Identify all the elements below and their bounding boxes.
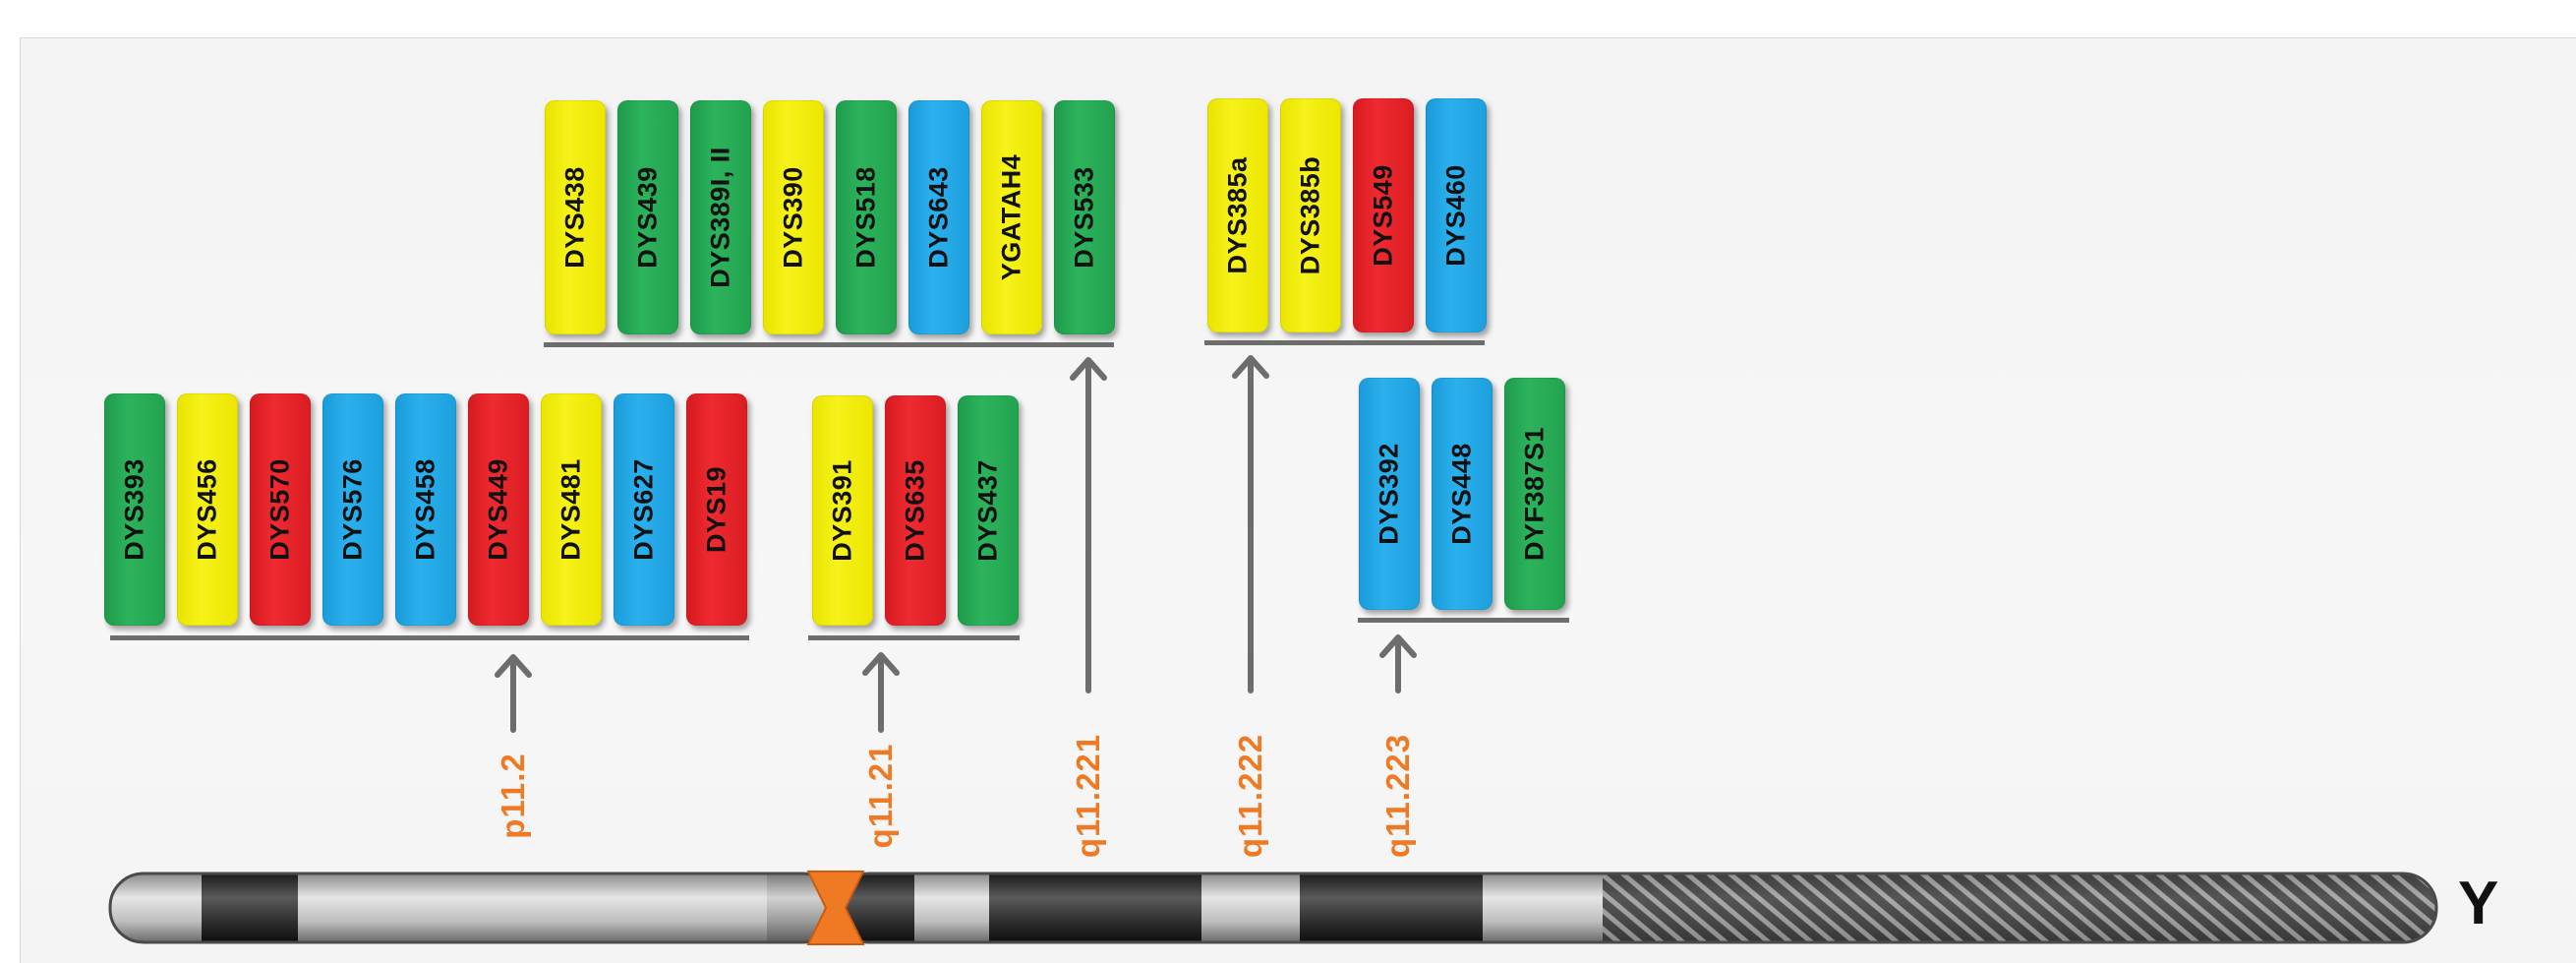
group-underline: [544, 342, 1114, 347]
marker-dys389i-ii: DYS389I, II: [690, 100, 751, 334]
marker-dys385b: DYS385b: [1280, 98, 1341, 332]
marker-dys439: DYS439: [617, 100, 678, 334]
marker-dys390: DYS390: [763, 100, 824, 334]
group-underline: [1358, 618, 1569, 623]
arrow-q11-222: [1232, 355, 1269, 693]
marker-dys518: DYS518: [836, 100, 897, 334]
group-underline: [1204, 340, 1485, 345]
marker-label: DYS392: [1374, 443, 1404, 545]
locus-label-q11-223: q11.223: [1379, 733, 1416, 859]
marker-dys456: DYS456: [177, 393, 238, 626]
locus-label-q11-222: q11.222: [1232, 733, 1268, 859]
marker-dyf387s1: DYF387S1: [1504, 378, 1565, 610]
arrow-p11-2: [495, 654, 532, 733]
marker-dys458: DYS458: [395, 393, 456, 626]
marker-label: DYS449: [483, 458, 513, 561]
marker-label: DYS533: [1069, 166, 1099, 269]
marker-ygatah4: YGATAH4: [981, 100, 1042, 334]
marker-dys643: DYS643: [908, 100, 969, 334]
centromere: [806, 871, 865, 945]
marker-dys437: DYS437: [958, 395, 1019, 626]
marker-label: DYS635: [900, 459, 930, 562]
marker-label: DYS627: [628, 458, 659, 561]
chromosome-label: Y: [2458, 870, 2499, 937]
marker-label: DYS391: [827, 459, 857, 562]
locus-label-q11-21: q11.21: [862, 743, 899, 849]
marker-label: DYS438: [559, 166, 590, 269]
marker-dys576: DYS576: [322, 393, 383, 626]
marker-label: DYS393: [119, 458, 149, 561]
marker-label: DYS456: [192, 458, 222, 561]
marker-label: DYS389I, II: [705, 147, 735, 288]
marker-label: DYS437: [972, 459, 1003, 562]
marker-label: DYS460: [1440, 164, 1471, 267]
marker-label: DYS549: [1368, 164, 1398, 267]
marker-dys627: DYS627: [614, 393, 674, 626]
marker-label: DYS570: [264, 458, 295, 561]
marker-dys460: DYS460: [1426, 98, 1487, 332]
marker-dys533: DYS533: [1054, 100, 1115, 334]
marker-label: DYS458: [410, 458, 440, 561]
marker-label: DYS481: [556, 458, 586, 561]
arrow-q11-21: [862, 652, 900, 733]
locus-label-q11-221: q11.221: [1070, 733, 1106, 859]
marker-dys385a: DYS385a: [1207, 98, 1268, 332]
marker-dys570: DYS570: [250, 393, 311, 626]
marker-label: DYS448: [1446, 443, 1477, 545]
marker-label: DYS385b: [1295, 155, 1325, 275]
marker-dys448: DYS448: [1432, 378, 1493, 610]
marker-label: YGATAH4: [996, 153, 1026, 281]
arrow-q11-223: [1379, 634, 1417, 693]
arrow-q11-221: [1070, 357, 1107, 693]
chromosome-q-arm: [836, 873, 2436, 942]
locus-label-p11-2: p11.2: [495, 752, 531, 839]
chromosome-p-arm: [110, 873, 836, 942]
marker-dys635: DYS635: [885, 395, 946, 626]
marker-dys19: DYS19: [686, 393, 747, 626]
marker-dys393: DYS393: [104, 393, 165, 626]
marker-label: DYF387S1: [1519, 426, 1550, 562]
group-underline: [808, 635, 1020, 640]
marker-label: DYS385a: [1222, 156, 1253, 274]
marker-dys481: DYS481: [541, 393, 602, 626]
group-underline: [110, 635, 749, 640]
marker-label: DYS439: [632, 166, 663, 269]
marker-dys449: DYS449: [468, 393, 529, 626]
marker-label: DYS518: [850, 166, 881, 269]
marker-label: DYS576: [337, 458, 368, 561]
marker-dys391: DYS391: [812, 395, 873, 626]
marker-dys549: DYS549: [1353, 98, 1414, 332]
marker-label: DYS19: [701, 465, 732, 554]
marker-dys438: DYS438: [545, 100, 606, 334]
marker-label: DYS643: [923, 166, 954, 269]
marker-label: DYS390: [778, 166, 808, 269]
marker-dys392: DYS392: [1359, 378, 1420, 610]
